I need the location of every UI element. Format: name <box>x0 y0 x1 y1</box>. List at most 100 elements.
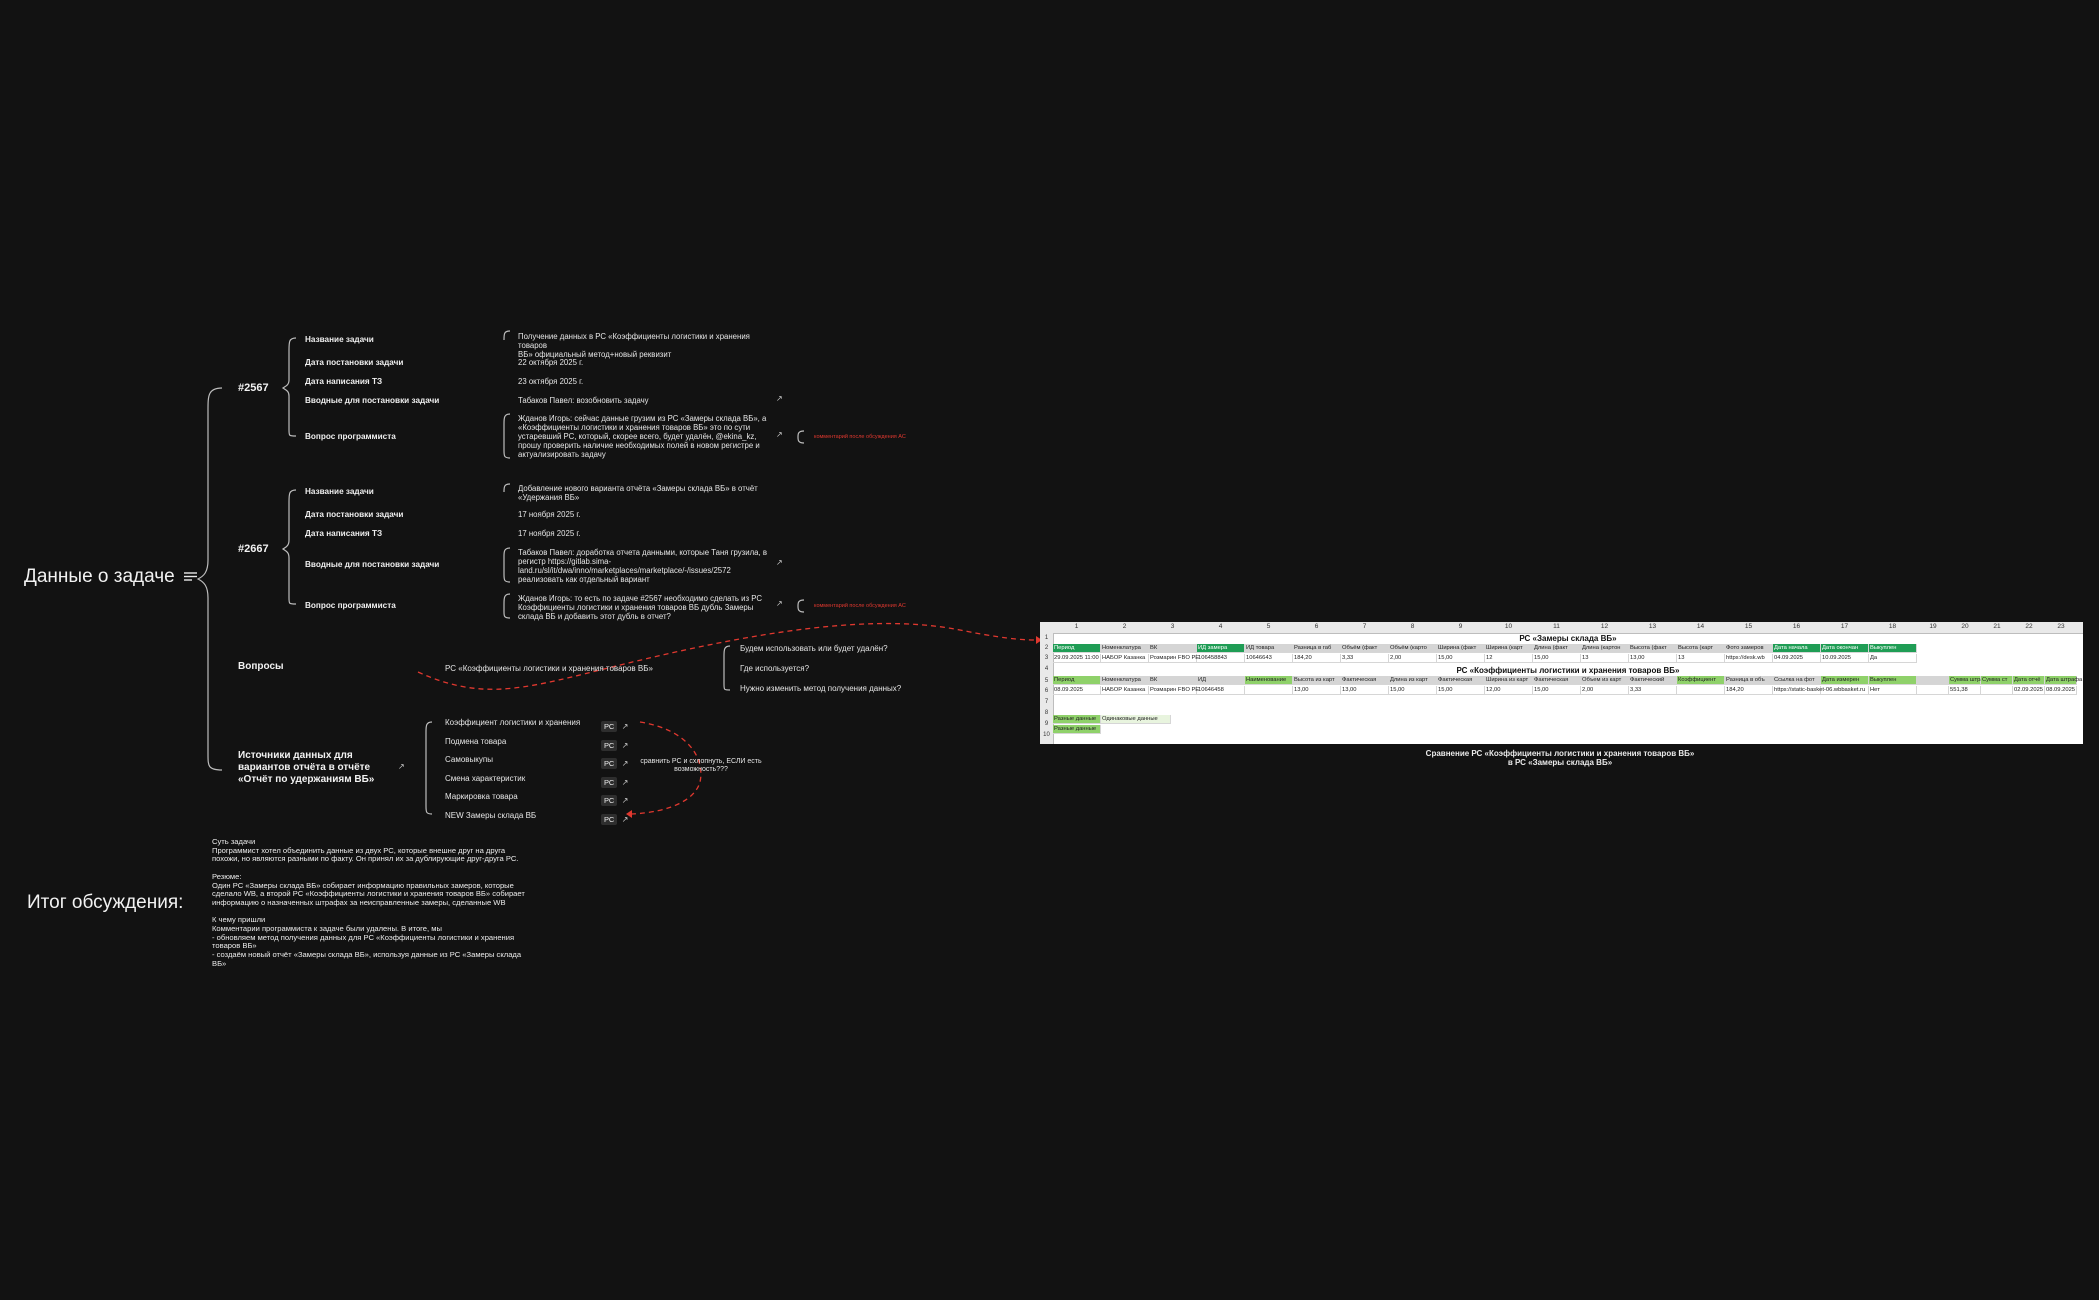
external-link-icon[interactable]: ↗ <box>621 815 629 824</box>
source-badge[interactable]: РС ↗ <box>601 735 629 753</box>
task-2667-value-date: 17 ноября 2025 г. <box>518 510 581 519</box>
external-link-icon[interactable]: ↗ <box>621 796 629 805</box>
sheet-cell: Фактическая <box>1533 676 1581 685</box>
external-link-icon[interactable]: ↗ <box>776 558 783 567</box>
comparison-spreadsheet: 1 2 3 4 5 6 7 8 9 10 11 12 13 14 15 16 1… <box>1040 622 2083 744</box>
row-number: 9 <box>1044 721 1049 727</box>
column-number: 19 <box>1929 623 1937 630</box>
source-badge[interactable]: РС ↗ <box>601 790 629 808</box>
sheet-cell: Фактический <box>1629 676 1677 685</box>
task-2567-label-spec-date: Дата написания ТЗ <box>305 377 383 386</box>
column-number: 18 <box>1888 623 1897 630</box>
sheet-cell: Длина из карт <box>1389 676 1437 685</box>
sheet-cell: 13,00 <box>1629 654 1677 663</box>
sheet-cell: Объем из карт <box>1581 676 1629 685</box>
column-number: 17 <box>1840 623 1849 630</box>
sheet-cell: 08.09.2025 <box>2045 686 2077 695</box>
rs-badge-label: РС <box>601 814 618 825</box>
sheet-cell: НАБОР Казанка <box>1101 654 1149 663</box>
external-link-icon[interactable]: ↗ <box>621 722 629 731</box>
task-2567-label-input: Вводные для постановки задачи <box>305 396 440 405</box>
source-badge[interactable]: РС ↗ <box>601 716 629 734</box>
external-link-icon[interactable]: ↗ <box>776 430 783 439</box>
sheet-cell: 184,20 <box>1725 686 1773 695</box>
sheet-cell: Разница в объ <box>1725 676 1773 685</box>
sheet-cell: Дата начала <box>1773 644 1821 653</box>
task-2667-label-question: Вопрос программиста <box>305 601 396 610</box>
column-number: 5 <box>1266 623 1271 630</box>
task-2667-label-input: Вводные для постановки задачи <box>305 560 440 569</box>
sheet-cell: Высота (карт <box>1677 644 1725 653</box>
source-badge[interactable]: РС ↗ <box>601 753 629 771</box>
external-link-icon[interactable]: ↗ <box>776 394 783 403</box>
external-link-icon[interactable]: ↗ <box>776 599 783 608</box>
sheet-cell: 04.09.2025 <box>1773 654 1821 663</box>
sheet-cell: Ссылка на фот <box>1773 676 1821 685</box>
sheet-cell: Период <box>1053 644 1101 653</box>
task-2667-value-input: Табаков Павел: доработка отчета данными,… <box>518 548 767 584</box>
task-2667-note: комментарий после обсуждения АС <box>814 603 906 609</box>
external-link-icon[interactable]: ↗ <box>398 762 405 771</box>
outcome-text: Суть задачи Программист хотел объединить… <box>212 837 525 968</box>
sheet-cell: 10646643 <box>1245 654 1293 663</box>
task-2667-label-spec-date: Дата написания ТЗ <box>305 529 383 538</box>
sheet-cell: Разница в габ <box>1293 644 1341 653</box>
sheet-cell: Номенклатура <box>1101 676 1149 685</box>
sheet-cell: ИД товара <box>1245 644 1293 653</box>
sheet-title-1: РС «Замеры склада ВБ» <box>1519 634 1617 643</box>
sheet-cell: Розмарин FBO РЕ <box>1149 654 1200 663</box>
external-link-icon[interactable]: ↗ <box>621 759 629 768</box>
task-2667-value-spec-date: 17 ноября 2025 г. <box>518 529 581 538</box>
sheet-cell: 12,00 <box>1485 686 1533 695</box>
rs-badge-label: РС <box>601 721 618 732</box>
source-badge[interactable]: РС ↗ <box>601 809 629 827</box>
column-number: 10 <box>1504 623 1513 630</box>
legend-different-data: Разные данные <box>1053 715 1101 724</box>
column-number: 16 <box>1792 623 1801 630</box>
row-number: 7 <box>1044 699 1049 705</box>
sheet-cell <box>1981 686 2013 695</box>
column-number: 12 <box>1600 623 1609 630</box>
sheet-cell: Объём (факт <box>1341 644 1389 653</box>
sheet-cell: Наименование <box>1245 676 1293 685</box>
sheet-cell: 10.09.2025 <box>1821 654 1869 663</box>
column-number: 11 <box>1553 623 1560 630</box>
external-link-icon[interactable]: ↗ <box>621 741 629 750</box>
task-2567-id: #2567 <box>238 382 269 394</box>
rs-badge-label: РС <box>601 740 618 751</box>
sheet-cell: Выкуплен <box>1869 644 1917 653</box>
sheet-cell: 2,00 <box>1389 654 1437 663</box>
sheet-cell: ИД замера <box>1197 644 1245 653</box>
sheet-title-2: РС «Коэффициенты логистики и хранения то… <box>1456 666 1680 675</box>
sheet-cell <box>1917 676 1949 685</box>
source-item: Самовыкупы <box>445 755 493 764</box>
column-number: 14 <box>1696 623 1705 630</box>
sheet-cell: Фактическая <box>1437 676 1485 685</box>
questions-title: Вопросы <box>238 661 284 672</box>
task-2667-value-question: Жданов Игорь: то есть по задаче #2567 не… <box>518 594 762 621</box>
sheet-cell: 2,00 <box>1581 686 1629 695</box>
sheet-cell: НАБОР Казанка <box>1101 686 1149 695</box>
column-number: 2 <box>1122 623 1127 630</box>
source-item: NEW Замеры склада ВБ <box>445 811 537 820</box>
task-2567-value-name: Получение данных в РС «Коэффициенты логи… <box>518 332 750 359</box>
sheet-cell: Период <box>1053 676 1101 685</box>
sheet-cell: 3,33 <box>1341 654 1389 663</box>
row-number: 1 <box>1044 635 1049 641</box>
sheet-cell <box>1917 686 1949 695</box>
sheet-cell: Ширина (карт <box>1485 644 1533 653</box>
sheet-cell: Фактическая <box>1341 676 1389 685</box>
sheet-cell: Нет <box>1869 686 1917 695</box>
row-header-column: 1 2 3 4 5 6 7 8 9 10 <box>1040 633 1054 744</box>
rs-badge-label: РС <box>601 758 618 769</box>
question-item: Где используется? <box>740 664 810 673</box>
task-2567-label-name: Название задачи <box>305 335 374 344</box>
source-badge[interactable]: РС ↗ <box>601 772 629 790</box>
column-number: 15 <box>1744 623 1753 630</box>
task-2567-value-spec-date: 23 октября 2025 г. <box>518 377 584 386</box>
sheet-cell: 15,00 <box>1437 686 1485 695</box>
column-number: 7 <box>1362 623 1367 630</box>
sheet-cell: 184,20 <box>1293 654 1341 663</box>
external-link-icon[interactable]: ↗ <box>621 778 629 787</box>
sheet-cell: Ширина из карт <box>1485 676 1533 685</box>
